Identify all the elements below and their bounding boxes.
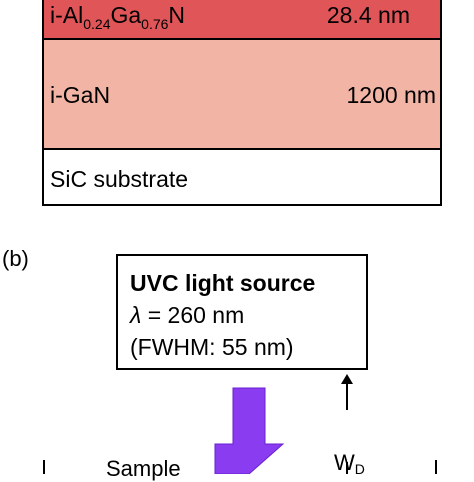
lambda-symbol: λ: [130, 302, 142, 328]
source-wavelength: λ = 260 nm: [130, 302, 245, 328]
algan-thickness: 28.4 nm: [326, 2, 410, 28]
substrate-label: SiC substrate: [50, 166, 189, 192]
panel-b-label: (b): [2, 246, 29, 271]
source-fwhm: (FWHM: 55 nm): [130, 334, 294, 360]
uv-light-arrow: [214, 387, 285, 474]
distance-arrow-head: [341, 374, 353, 384]
distance-label: WD: [334, 450, 365, 477]
uvc-light-source-box: UVC light source λ = 260 nm (FWHM: 55 nm…: [116, 254, 368, 370]
algan-layer-label: i-Al0.24Ga0.76N: [50, 2, 186, 32]
sic-substrate-layer: SiC substrate: [42, 150, 442, 206]
gan-thickness: 1200 nm: [346, 82, 436, 108]
source-title: UVC light source: [130, 270, 316, 296]
algan-barrier-layer: i-Al0.24Ga0.76N 28.4 nm: [42, 0, 442, 40]
gan-layer-label: i-GaN: [50, 82, 111, 108]
sample-label: Sample: [106, 456, 181, 481]
gan-channel-layer: i-GaN 1200 nm: [42, 40, 442, 150]
